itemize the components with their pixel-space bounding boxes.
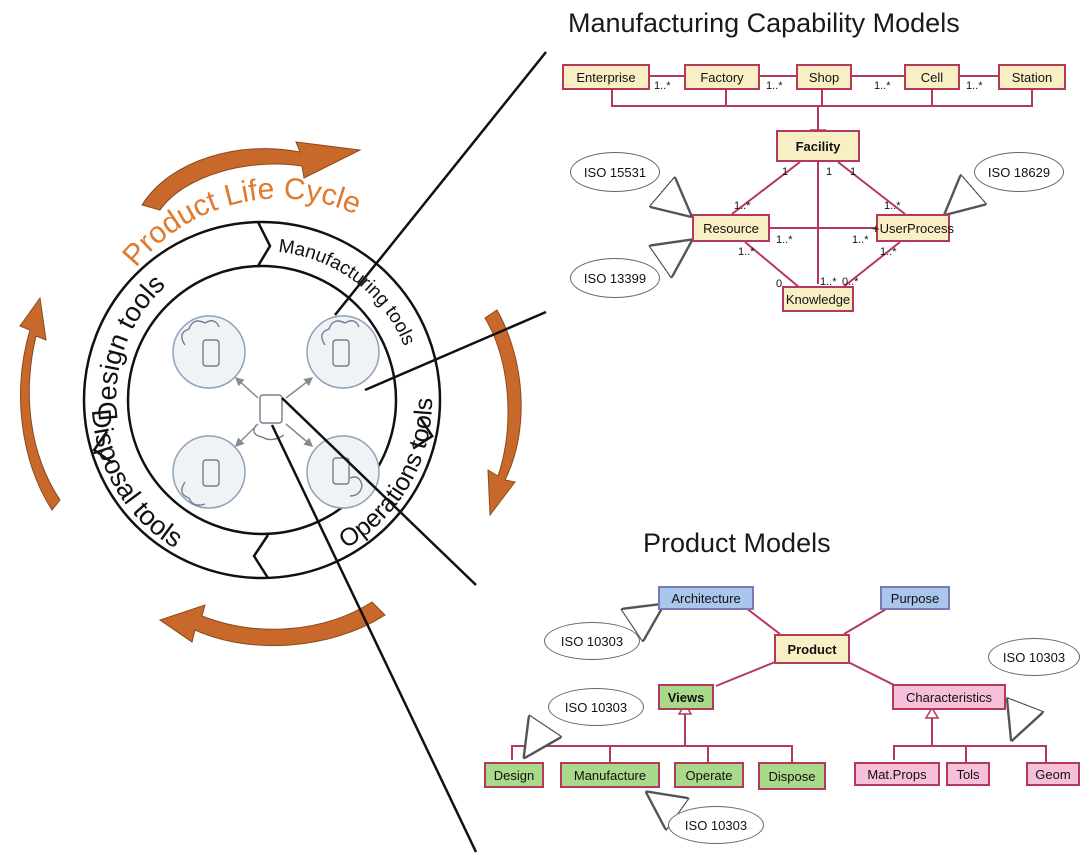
standard-iso-18629: ISO 18629 [974, 152, 1064, 192]
database-icon [332, 457, 350, 485]
mult-label: 1..* [738, 246, 755, 258]
standard-iso-10303-characteristics: ISO 10303 [988, 638, 1080, 676]
mult-label: 1..* [884, 200, 901, 212]
cloud-icon [181, 320, 220, 346]
mult-label: 1 [782, 166, 789, 178]
product-models-title: Product Models [643, 528, 831, 558]
uml-class-architecture: Architecture [658, 586, 754, 610]
mult-label: 1 [826, 166, 833, 178]
database-icon [202, 459, 220, 487]
database-icon [202, 339, 220, 367]
uml-class-userprocess: +UserProcess [872, 214, 954, 242]
disposal-tool-node [172, 435, 246, 509]
segment-disposal-tools: Disposal tools [86, 408, 188, 554]
uml-class-design: Design [484, 762, 544, 788]
uml-class-manufacture: Manufacture [560, 762, 660, 788]
cloud-icon [181, 481, 206, 506]
mult-label: 1..* [880, 246, 897, 258]
uml-class-purpose: Purpose [880, 586, 950, 610]
mult-label: 1..* [776, 234, 793, 246]
standard-iso-13399: ISO 13399 [570, 258, 660, 298]
uml-class-facility: Facility [776, 130, 860, 162]
database-icon [332, 339, 350, 367]
mult-label: 1..* [874, 80, 891, 92]
uml-class-shop: Shop [796, 64, 852, 90]
mult-label: 1..* [766, 80, 783, 92]
uml-class-product: Product [774, 634, 850, 664]
standard-iso-10303-architecture: ISO 10303 [544, 622, 640, 660]
uml-class-enterprise: Enterprise [562, 64, 650, 90]
uml-class-views: Views [658, 684, 714, 710]
uml-class-tols: Tols [946, 762, 990, 786]
mult-label: 1 [850, 166, 857, 178]
uml-class-factory: Factory [684, 64, 760, 90]
uml-class-matprops: Mat.Props [854, 762, 940, 786]
mult-label: 0..* [842, 276, 859, 288]
mult-label: 1..* [654, 80, 671, 92]
mult-label: 1..* [966, 80, 983, 92]
uml-class-cell: Cell [904, 64, 960, 90]
lifecycle-outer-ring [82, 220, 442, 580]
uml-class-station: Station [998, 64, 1066, 90]
database-icon [259, 394, 283, 424]
mult-label: 1..* [734, 200, 751, 212]
mult-label: 1..* [852, 234, 869, 246]
uml-class-knowledge: Knowledge [782, 286, 854, 312]
standard-iso-10303-views: ISO 10303 [548, 688, 644, 726]
manufacturing-models-title: Manufacturing Capability Models [568, 8, 960, 38]
uml-class-characteristics: Characteristics [892, 684, 1006, 710]
manufacturing-tool-node [306, 315, 380, 389]
design-tool-node [172, 315, 246, 389]
mult-label: 1..* [820, 276, 837, 288]
segment-operations-tools: Operations tools [334, 398, 438, 554]
segment-design-tools: Design tools [92, 268, 170, 422]
cycle-arrow-icon [19, 141, 522, 647]
segment-manufacturing-tools: Manufacturing tools [277, 236, 419, 349]
cloud-icon [349, 476, 363, 497]
uml-class-dispose: Dispose [758, 762, 826, 790]
uml-class-geom: Geom [1026, 762, 1080, 786]
standard-iso-15531: ISO 15531 [570, 152, 660, 192]
standard-iso-10303-manufacture: ISO 10303 [668, 806, 764, 844]
uml-class-operate: Operate [674, 762, 744, 788]
cloud-icon [321, 320, 360, 346]
uml-class-resource: Resource [692, 214, 770, 242]
mult-label: 0 [776, 278, 783, 290]
